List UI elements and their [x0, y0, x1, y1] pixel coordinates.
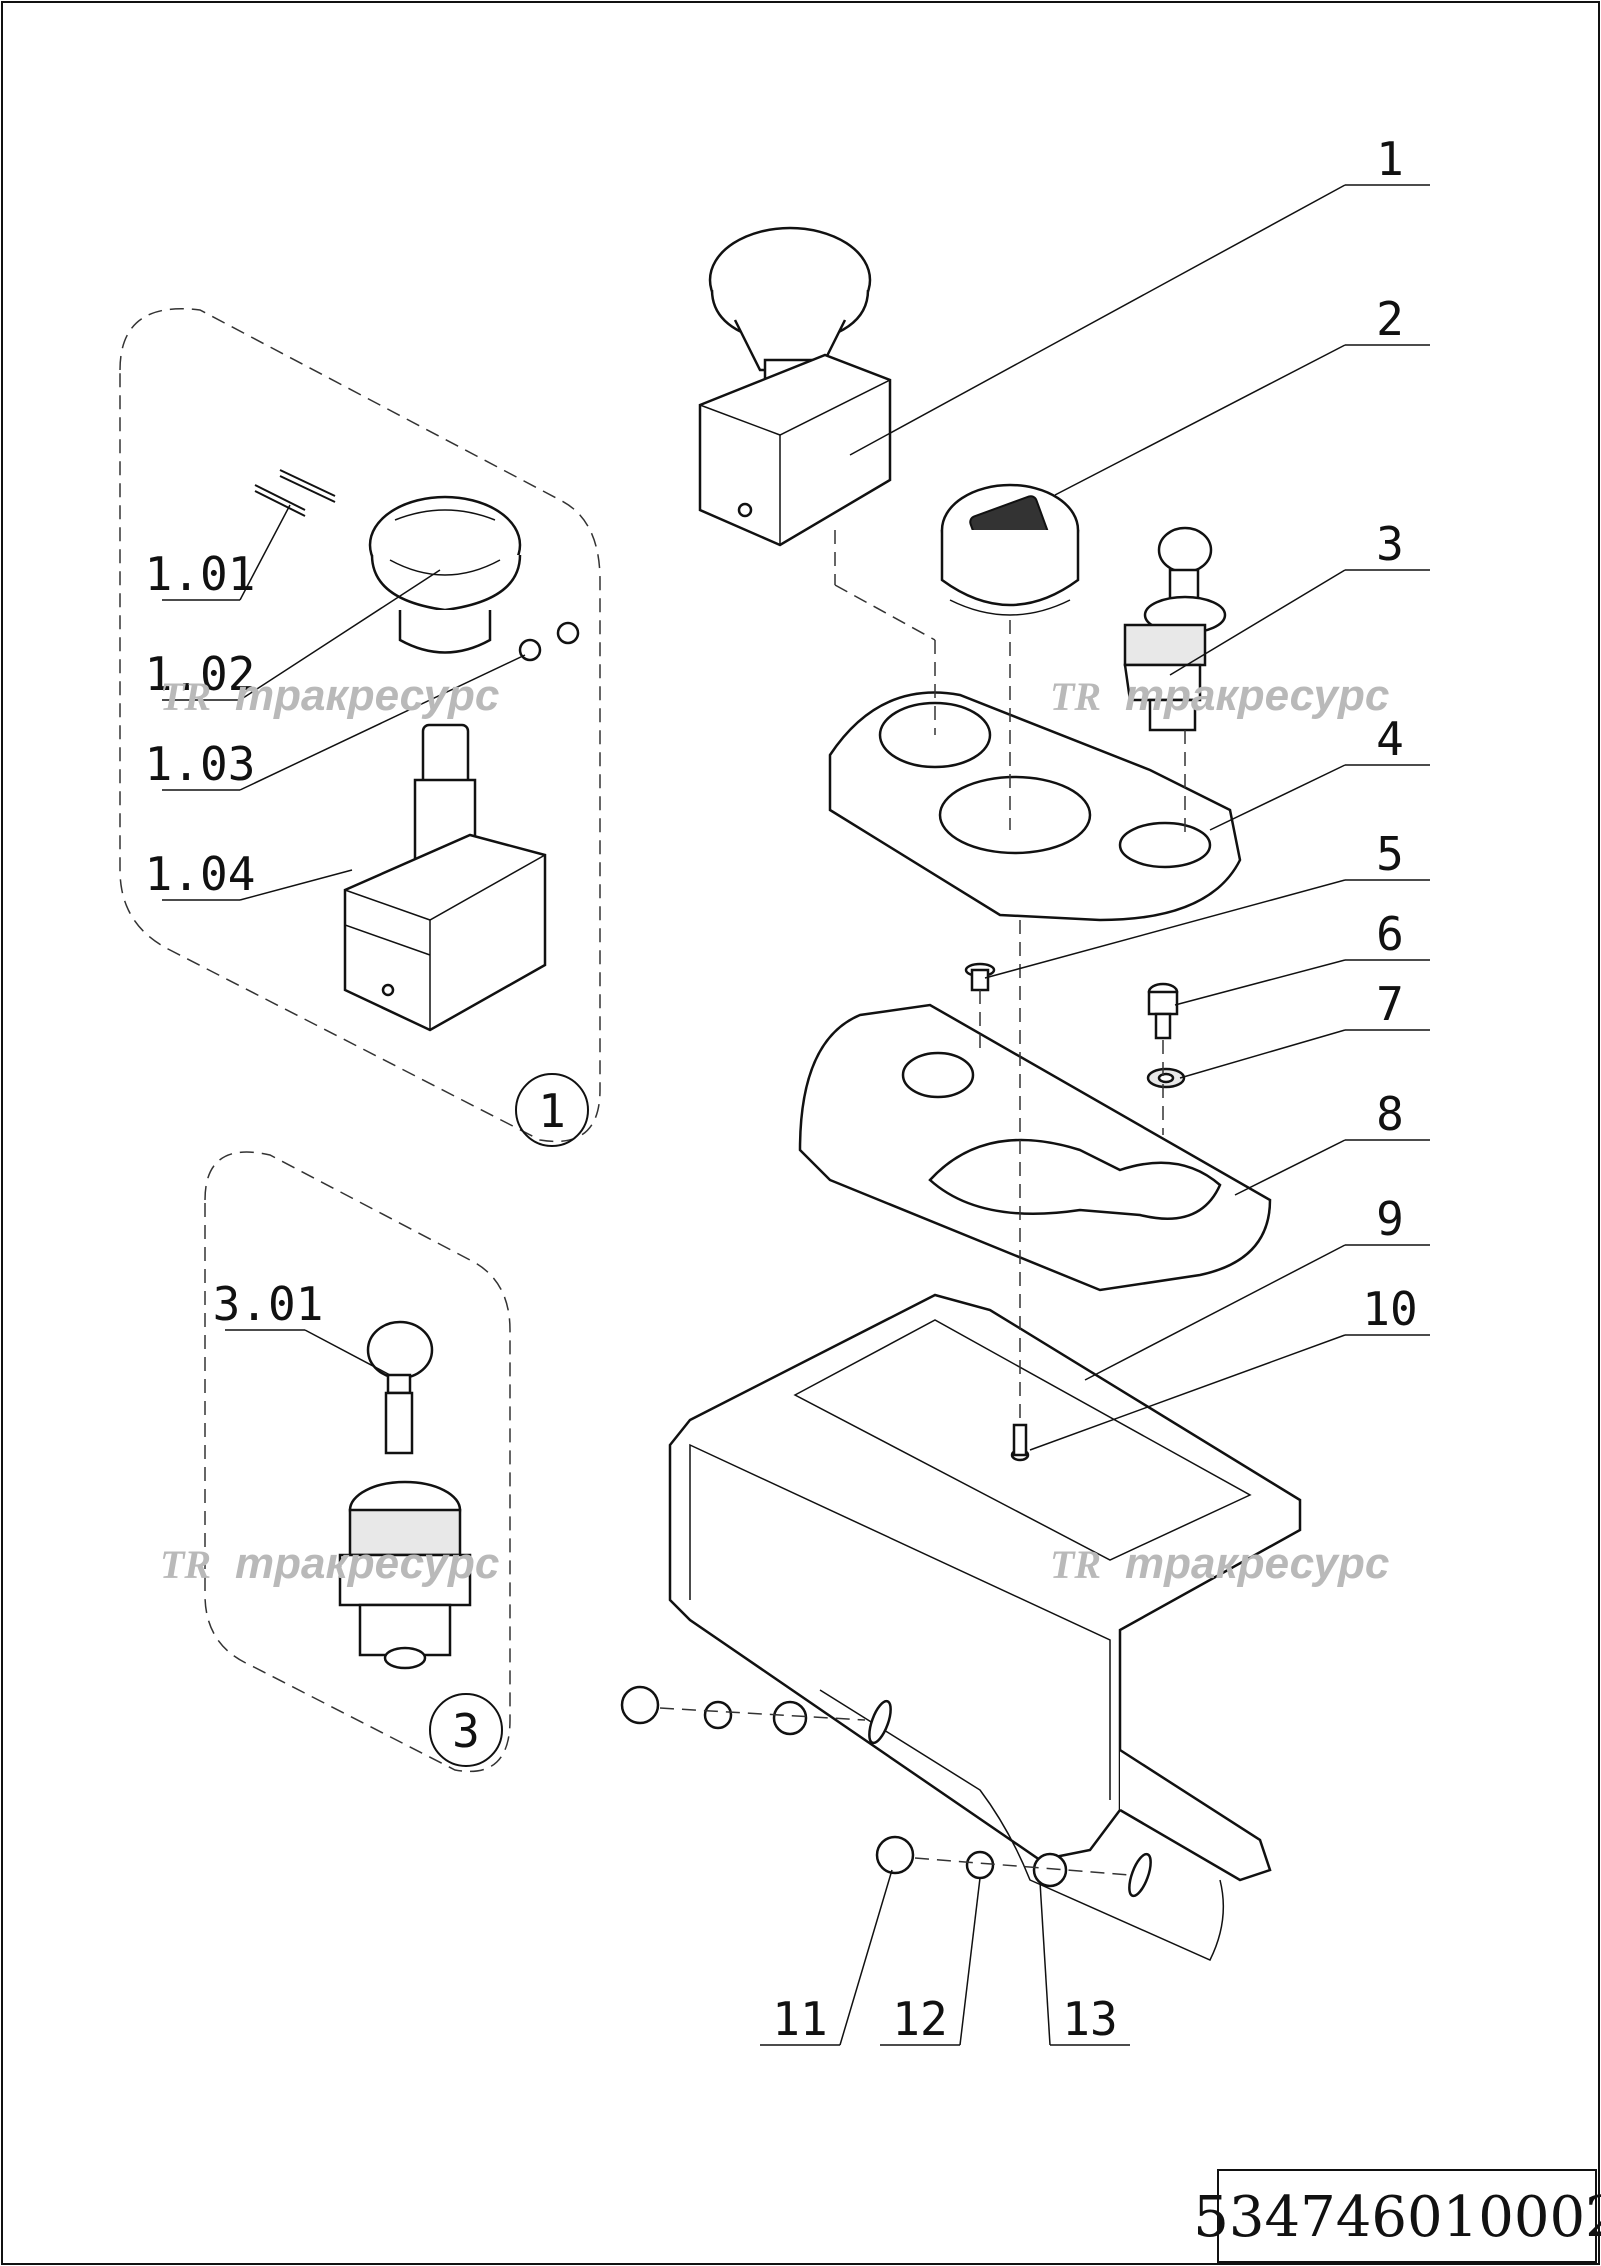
callout-2: 2: [1376, 292, 1404, 346]
assembly-axes: [834, 530, 1186, 1425]
fasteners-upper-row: [620, 1685, 892, 1745]
watermarks: TR тракресурс TR тракресурс TR тракресур…: [160, 671, 1389, 1588]
lock-washer-part-12: [965, 1850, 995, 1880]
bracket-part-9: [668, 1293, 1302, 1961]
callout-labels: 1 2 3 4 5 6 7 8 9 10 11 12 13 1.01 1.02 …: [145, 132, 1418, 2046]
knob-1-02: [368, 495, 522, 654]
washer-part-13: [1032, 1852, 1068, 1888]
svg-text:тракресурс: тракресурс: [1125, 671, 1389, 720]
lock-part-3: [1123, 526, 1227, 732]
svg-text:TR: TR: [160, 674, 211, 719]
callout-6: 6: [1376, 907, 1404, 961]
watermark-1: TR тракресурс: [160, 671, 499, 720]
detail-1-marker: 1: [538, 1084, 566, 1138]
doc-number-box: 534746010002: [1193, 2169, 1601, 2263]
callout-11: 11: [772, 1992, 827, 2046]
main-switch-part-1: [698, 226, 892, 547]
fasteners-lower-row: [875, 1835, 1152, 1898]
svg-text:TR: TR: [1050, 1542, 1101, 1587]
callout-1-04: 1.04: [145, 847, 256, 901]
screw-part-10: [1010, 1423, 1030, 1462]
detail-3-marker: 3: [452, 1704, 480, 1758]
callout-4: 4: [1376, 712, 1404, 766]
washer-part-7: [1146, 1067, 1186, 1089]
plate-part-8: [798, 1003, 1272, 1292]
key-3-01: [366, 1320, 434, 1455]
callout-3: 3: [1376, 517, 1404, 571]
doc-number: 534746010002: [1193, 2185, 1601, 2250]
detail-1-outline: [119, 308, 601, 1143]
callout-10: 10: [1362, 1282, 1417, 1336]
watermark-4: TR тракресурс: [1050, 1539, 1389, 1588]
nut-1-03a: [556, 621, 580, 645]
detail-3-outline: [204, 1151, 511, 1773]
callout-1-02: 1.02: [145, 647, 256, 701]
detail-1-group: 1: [119, 308, 601, 1147]
detail-1-marker-circle: [515, 1073, 589, 1147]
svg-text:TR: TR: [1050, 674, 1101, 719]
svg-text:тракресурс: тракресурс: [235, 1539, 499, 1588]
callout-8: 8: [1376, 1087, 1404, 1141]
callout-1-01: 1.01: [145, 547, 256, 601]
bolt-part-11: [875, 1835, 915, 1875]
lock-body: [338, 1480, 472, 1670]
pin-1-01: [254, 469, 336, 517]
svg-text:TR: TR: [160, 1542, 211, 1587]
callout-1-03: 1.03: [145, 737, 256, 791]
callout-1: 1: [1376, 132, 1404, 186]
watermark-2: TR тракресурс: [1050, 671, 1389, 720]
callout-leaders: [162, 184, 1430, 2046]
callout-7: 7: [1376, 977, 1404, 1031]
detail-3-marker-circle: [429, 1693, 503, 1767]
callout-9: 9: [1376, 1192, 1404, 1246]
callout-3-01: 3.01: [213, 1277, 324, 1331]
callout-12: 12: [892, 1992, 947, 2046]
bolt-part-6: [1147, 982, 1179, 1040]
button-part-2: [940, 483, 1080, 616]
switch-body-1-04: [343, 723, 547, 1032]
watermark-3: TR тракресурс: [160, 1539, 499, 1588]
detail-3-group: 3: [204, 1151, 511, 1773]
callout-13: 13: [1062, 1992, 1117, 2046]
callout-5: 5: [1376, 827, 1404, 881]
nut-1-03b: [518, 638, 542, 662]
svg-text:тракресурс: тракресурс: [1125, 1539, 1389, 1588]
svg-text:тракресурс: тракресурс: [235, 671, 499, 720]
